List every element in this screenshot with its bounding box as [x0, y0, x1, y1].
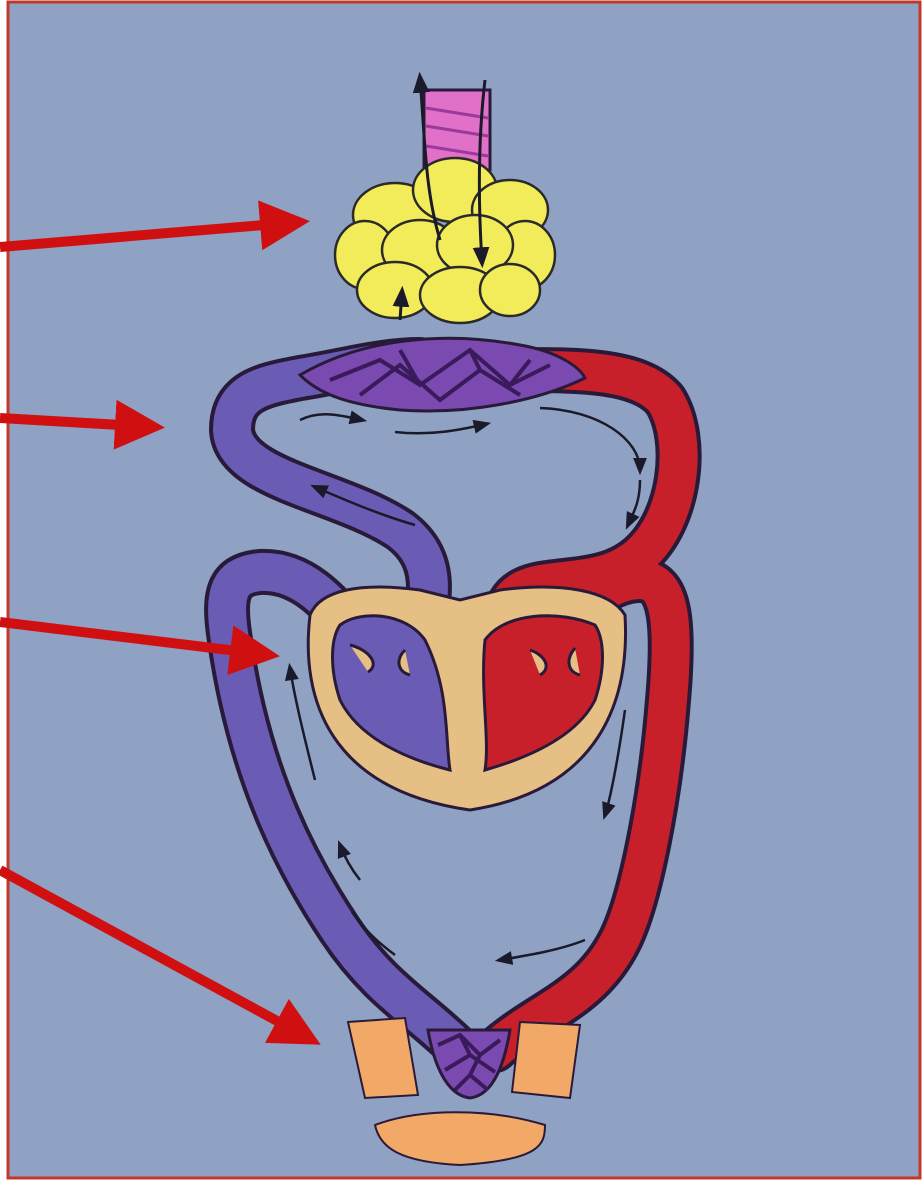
airflow-alveoli-arrow: [400, 292, 402, 320]
